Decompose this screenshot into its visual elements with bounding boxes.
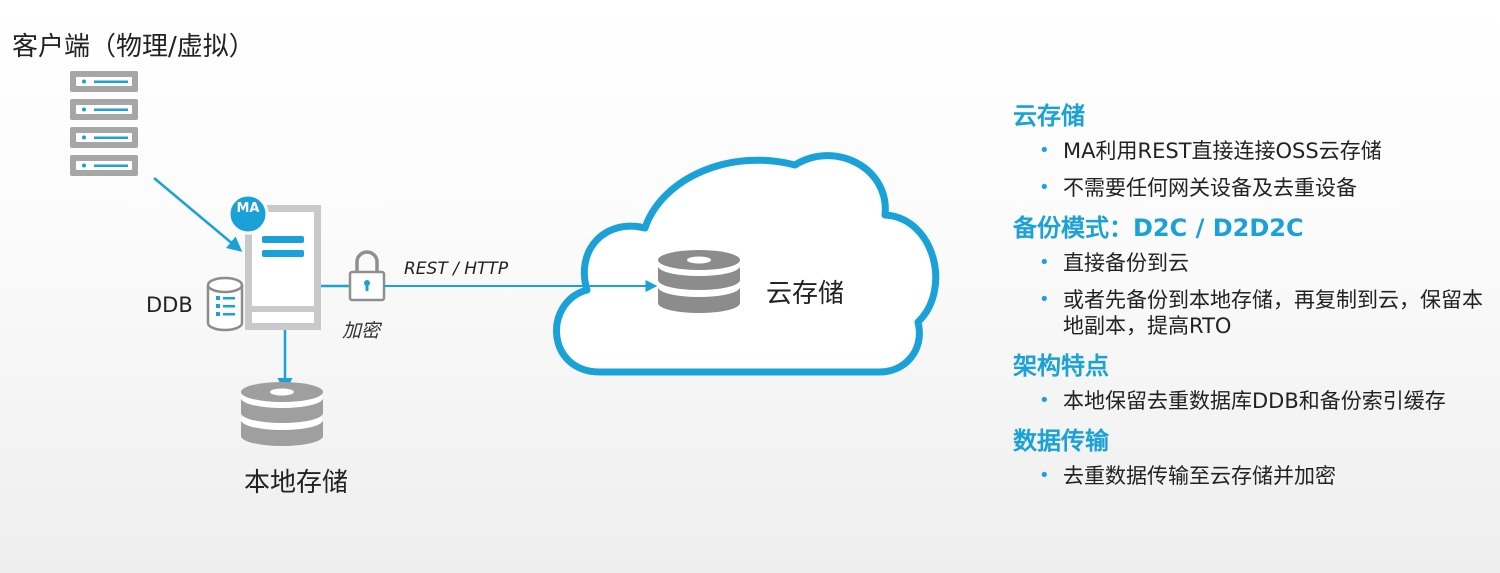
bullet-item: MA利用REST直接连接OSS云存储 xyxy=(1013,138,1493,164)
section-title: 架构特点 xyxy=(1013,352,1109,380)
section-architecture: 架构特点 本地保留去重数据库DDB和备份索引缓存 xyxy=(1013,350,1493,414)
ma-badge-circle xyxy=(227,193,269,235)
bullet-item: 或者先备份到本地存储，再复制到云，保留本地副本，提高RTO xyxy=(1013,287,1493,339)
bullet-item: 去重数据传输至云存储并加密 xyxy=(1013,463,1493,489)
bullet-item: 不需要任何网关设备及去重设备 xyxy=(1013,175,1493,201)
section-data-transfer: 数据传输 去重数据传输至云存储并加密 xyxy=(1013,425,1493,489)
media-agent-server-icon xyxy=(245,205,321,330)
info-panel: 云存储 MA利用REST直接连接OSS云存储 不需要任何网关设备及去重设备 备份… xyxy=(1013,100,1493,500)
client-label: 客户端（物理/虚拟） xyxy=(12,32,255,62)
ddb-database-icon xyxy=(206,276,244,332)
section-title: 数据传输 xyxy=(1013,427,1109,455)
client-to-ma-arrow xyxy=(153,177,243,252)
cloud-storage-disk-icon xyxy=(658,250,740,313)
bullet-list: 直接备份到云 或者先备份到本地存储，再复制到云，保留本地副本，提高RTO xyxy=(1013,250,1493,339)
protocol-label: REST / HTTP xyxy=(404,259,509,279)
section-title: 云存储 xyxy=(1013,102,1085,130)
cloud-storage-label: 云存储 xyxy=(766,279,845,309)
section-backup-mode: 备份模式：D2C / D2D2C 直接备份到云 或者先备份到本地存储，再复制到云… xyxy=(1013,212,1493,339)
local-storage-disk-icon xyxy=(241,382,323,446)
section-cloud-storage: 云存储 MA利用REST直接连接OSS云存储 不需要任何网关设备及去重设备 xyxy=(1013,100,1493,201)
bullet-item: 本地保留去重数据库DDB和备份索引缓存 xyxy=(1013,388,1493,414)
architecture-diagram xyxy=(70,71,940,446)
local-storage-label: 本地存储 xyxy=(244,468,349,498)
cloud-shape xyxy=(553,152,940,376)
bullet-item: 直接备份到云 xyxy=(1013,250,1493,276)
bullet-list: 本地保留去重数据库DDB和备份索引缓存 xyxy=(1013,388,1493,414)
section-title: 备份模式：D2C / D2D2C xyxy=(1013,214,1304,242)
bullet-list: 去重数据传输至云存储并加密 xyxy=(1013,463,1493,489)
ma-badge-label: MA xyxy=(236,201,260,216)
bullet-list: MA利用REST直接连接OSS云存储 不需要任何网关设备及去重设备 xyxy=(1013,138,1493,201)
client-server-icon xyxy=(70,71,138,176)
lock-icon xyxy=(348,250,386,302)
encryption-label: 加密 xyxy=(342,320,381,342)
ddb-label: DDB xyxy=(146,293,193,317)
